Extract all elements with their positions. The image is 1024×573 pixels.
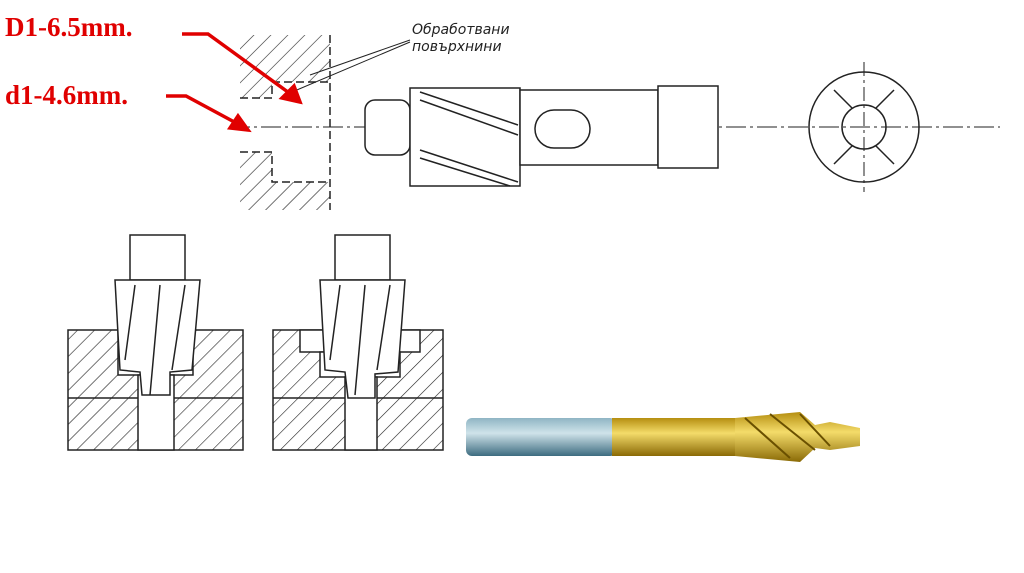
workpiece-section-top [230, 35, 1000, 210]
section-view-left [67, 234, 244, 451]
annotation-arrows [166, 32, 303, 133]
note-line-2: повърхнини [412, 39, 502, 55]
section-view-right [272, 234, 444, 451]
tool-end-view [808, 62, 920, 192]
note-line-1: Обработвани [412, 22, 510, 38]
big-diameter-label: D1-6.5mm. [5, 12, 133, 42]
machined-surfaces-note: Обработвани повърхнини [412, 22, 510, 56]
counterbore-tool-side-view [364, 85, 719, 187]
small-diameter-label: d1-4.6mm. [5, 80, 128, 110]
counterbore-tool-photo [466, 412, 860, 462]
